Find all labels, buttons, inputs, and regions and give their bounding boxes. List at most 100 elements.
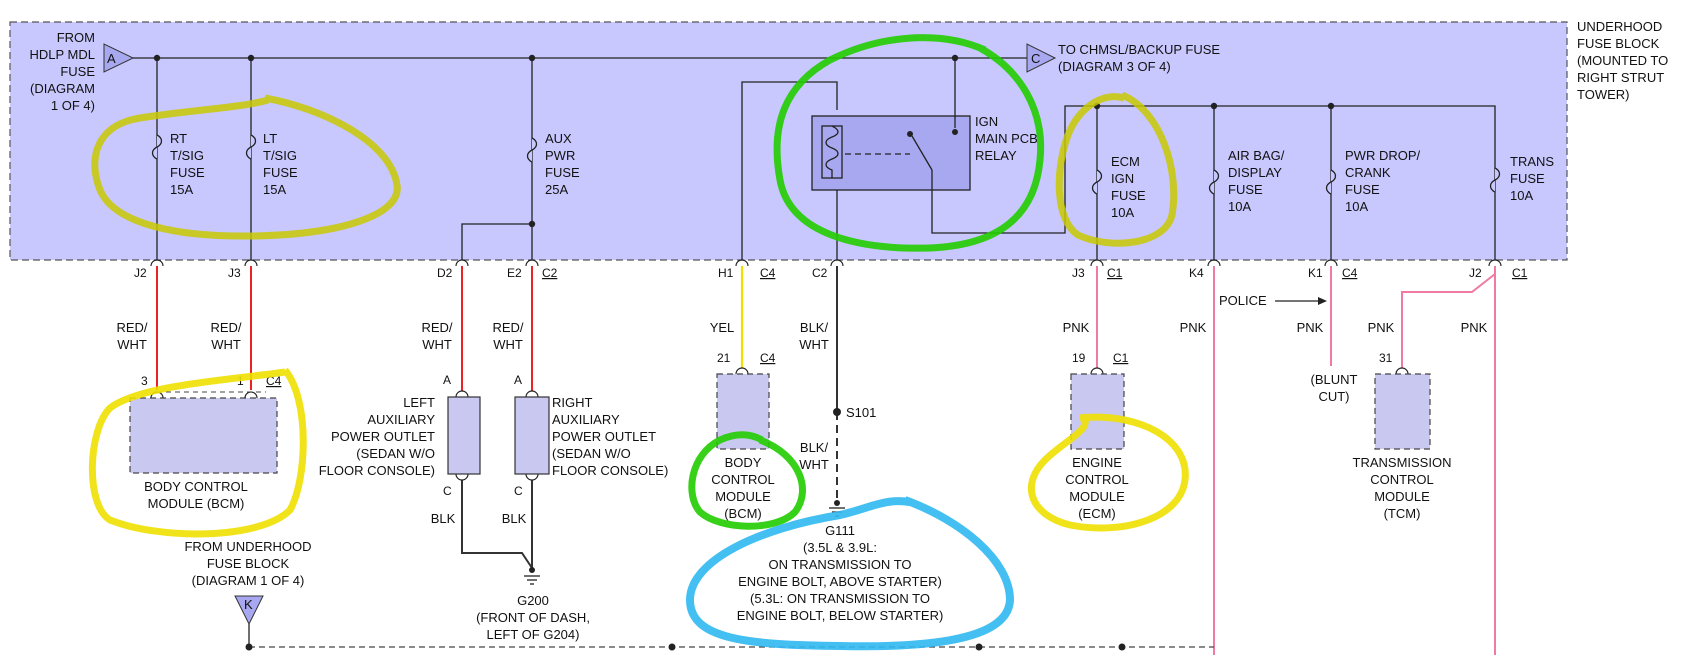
module-label-line: POWER OUTLET: [552, 429, 656, 444]
module-label-line: MODULE: [715, 489, 771, 504]
relay-label-line: IGN: [975, 114, 998, 129]
fuse-label-line: FUSE: [1510, 171, 1545, 186]
module-pin-label: 3: [141, 374, 148, 388]
module-label-line: BODY: [725, 455, 762, 470]
module-pin-label: 31: [1379, 351, 1393, 365]
fuse-label-line: 15A: [263, 182, 286, 197]
pin-label: C2: [812, 266, 828, 280]
wire-label: WHT: [117, 337, 147, 352]
splice-s101: [833, 408, 841, 416]
module-caps: [150, 367, 1409, 481]
left-aux-outlet: [447, 396, 481, 475]
block-connector-caps: [150, 259, 1502, 267]
wire-label: RED/: [210, 320, 241, 335]
highlight-yellow-bcm: [88, 367, 307, 538]
wire-label: RED/: [116, 320, 147, 335]
ecm-module: [1070, 373, 1125, 450]
left-outlet-label: LEFT AUXILIARY POWER OUTLET (SEDAN W/O F…: [319, 395, 436, 478]
to-chmsl-label: (DIAGRAM 3 OF 4): [1058, 59, 1171, 74]
wire-label: PNK: [1368, 320, 1395, 335]
fuse-label-line: FUSE: [1345, 182, 1380, 197]
fuse-label-line: 10A: [1111, 205, 1134, 220]
from-underhood-label: FROM UNDERHOOD FUSE BLOCK (DIAGRAM 1 OF …: [184, 539, 311, 588]
relay-internals: [821, 110, 956, 190]
ground-label-line: LEFT OF G204): [487, 627, 580, 642]
ground-g111-dot: [834, 500, 840, 506]
wire-label: YEL: [710, 320, 735, 335]
wire-label: WHT: [211, 337, 241, 352]
fuse-label-line: FUSE: [263, 165, 298, 180]
connector-c-letter: C: [1031, 51, 1040, 66]
connector-c-arrow: [1026, 43, 1057, 73]
from-underhood-line: FROM UNDERHOOD: [184, 539, 311, 554]
fuse-label-line: FUSE: [1228, 182, 1263, 197]
fuse-label-airbag: AIR BAG/ DISPLAY FUSE 10A: [1228, 148, 1285, 214]
module-label-line: MODULE: [1069, 489, 1125, 504]
wire-label: WHT: [493, 337, 523, 352]
connector-k-arrow: [234, 595, 264, 626]
ecm-label: ENGINE CONTROL MODULE (ECM): [1065, 455, 1129, 521]
ground-g200-dot: [529, 567, 535, 573]
wire-label: PNK: [1180, 320, 1207, 335]
from-hdlp-label: FROM HDLP MDL FUSE (DIAGRAM 1 OF 4): [29, 30, 95, 113]
module-label-line: LEFT: [403, 395, 435, 410]
fuse-label-line: FUSE: [170, 165, 205, 180]
fuse-label-line: T/SIG: [263, 148, 297, 163]
wire-label: PNK: [1297, 320, 1324, 335]
fuse-label-line: 15A: [170, 182, 193, 197]
from-underhood-line: (DIAGRAM 1 OF 4): [192, 573, 305, 588]
blunt-cut-label: (BLUNT CUT): [1311, 372, 1358, 404]
wire-pink: [1096, 266, 1496, 655]
wire-black: [461, 266, 838, 569]
fuse-label-line: RT: [170, 131, 187, 146]
fuse-label-rt-tsig: RT T/SIG FUSE 15A: [170, 131, 205, 197]
fuse-label-line: LT: [263, 131, 277, 146]
ground-label-line: (FRONT OF DASH,: [476, 610, 590, 625]
module-label-line: MODULE: [1374, 489, 1430, 504]
underhood-fuse-block: [9, 21, 1568, 261]
module-label-line: BODY CONTROL: [144, 479, 248, 494]
connector-k-letter: K: [244, 597, 253, 612]
from-label-line: FUSE: [60, 64, 95, 79]
wire-label: BLK/: [800, 440, 829, 455]
module-label-line: CONTROL: [711, 472, 775, 487]
bus-junctions: [153, 54, 1335, 228]
pin-label: C4: [1342, 266, 1358, 280]
module-label-line: RIGHT: [552, 395, 593, 410]
connector-a-arrow: [103, 43, 135, 73]
fuse-label-lt-tsig: LT T/SIG FUSE 15A: [263, 131, 298, 197]
wire-label: RED/: [421, 320, 452, 335]
right-outlet-label: RIGHT AUXILIARY POWER OUTLET (SEDAN W/O …: [552, 395, 668, 478]
module-label-line: CONTROL: [1370, 472, 1434, 487]
ground-label-line: ENGINE BOLT, ABOVE STARTER): [738, 574, 942, 589]
highlight-cyan-g111: [685, 496, 1015, 651]
module-label-line: (SEDAN W/O: [356, 446, 435, 461]
wire-labels: RED/ WHT RED/ WHT RED/ WHT RED/ WHT YEL …: [116, 320, 1487, 526]
blunt-cut-line: (BLUNT: [1311, 372, 1358, 387]
relay-contact: [952, 129, 958, 135]
fuse-label-line: 10A: [1228, 199, 1251, 214]
module-label-line: MODULE (BCM): [148, 496, 245, 511]
fuse-block-title-line: (MOUNTED TO: [1577, 53, 1668, 68]
ground-g200-label: G200 (FRONT OF DASH, LEFT OF G204): [476, 593, 590, 642]
from-label-line: FROM: [57, 30, 95, 45]
pin-label: C1: [1512, 266, 1528, 280]
block-pin-labels: J2 J3 D2 E2 C2 H1 C4 C2 J3 C1 K4 K1 C4 J…: [134, 266, 1528, 280]
pin-label: C2: [542, 266, 558, 280]
bottom-junctions: [245, 643, 1126, 651]
module-pin-label: 19: [1072, 351, 1086, 365]
module-label-line: ENGINE: [1072, 455, 1122, 470]
wire-label: WHT: [799, 457, 829, 472]
fuse-block-title-line: UNDERHOOD: [1577, 19, 1662, 34]
wire-label: RED/: [492, 320, 523, 335]
module-pin-label: C4: [760, 351, 776, 365]
relay-label-line: RELAY: [975, 148, 1017, 163]
outlet-pin-label: C: [514, 484, 523, 498]
wire-label: PNK: [1461, 320, 1488, 335]
module-label-line: POWER OUTLET: [331, 429, 435, 444]
highlight-olive-fuses: [91, 94, 401, 240]
module-label-line: CONTROL: [1065, 472, 1129, 487]
outlet-pin-label: C: [443, 484, 452, 498]
ground-g111-label: G111 (3.5L & 3.9L: ON TRANSMISSION TO EN…: [737, 523, 944, 623]
highlight-green-bcm: [688, 431, 806, 530]
